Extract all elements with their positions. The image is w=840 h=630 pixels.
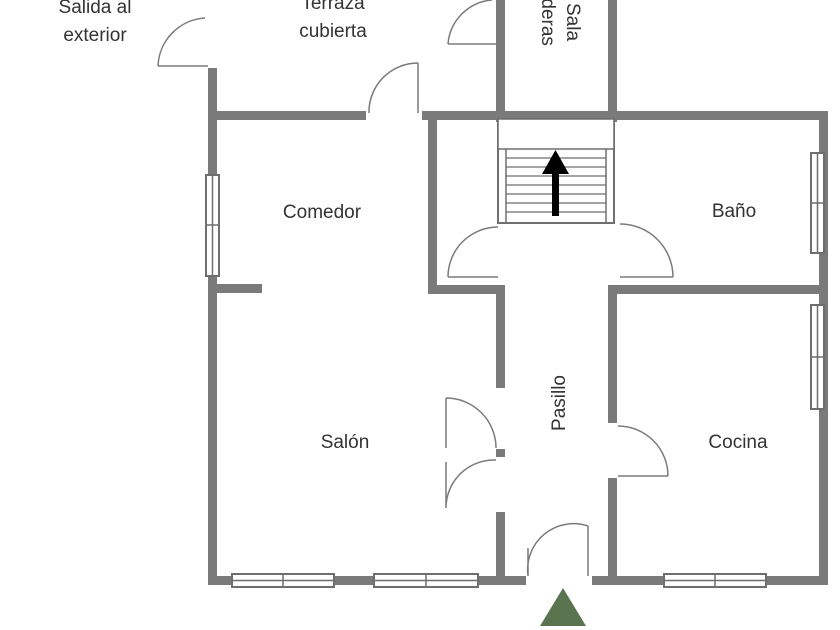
label-terraza-line1: Terraza bbox=[301, 0, 365, 14]
walls bbox=[208, 0, 828, 585]
label-pasillo: Pasillo bbox=[549, 375, 570, 431]
room-labels: Salida al exterior Terraza cubierta Sala… bbox=[59, 0, 768, 453]
label-sala-line1: Sala bbox=[562, 3, 583, 41]
door-cocina bbox=[617, 425, 669, 477]
wall bbox=[208, 576, 526, 585]
wall bbox=[428, 111, 437, 294]
door-salon-upper bbox=[445, 397, 497, 449]
label-salida-line2: exterior bbox=[63, 25, 127, 46]
door-boiler-room bbox=[447, 0, 496, 45]
label-comedor: Comedor bbox=[283, 202, 362, 223]
label-cocina: Cocina bbox=[708, 432, 768, 453]
door-exterior bbox=[157, 17, 208, 67]
wall bbox=[496, 512, 505, 585]
door-entrance bbox=[526, 522, 589, 577]
wall bbox=[608, 478, 617, 585]
wall bbox=[496, 285, 505, 388]
wall bbox=[208, 68, 217, 118]
window-salon-left bbox=[231, 573, 335, 588]
window-bano bbox=[810, 152, 825, 254]
label-sala-line2: calderas bbox=[537, 0, 558, 46]
wall bbox=[608, 0, 617, 122]
wall bbox=[428, 285, 505, 294]
wall bbox=[208, 111, 217, 585]
wall bbox=[608, 285, 617, 423]
window-cocina bbox=[810, 304, 825, 410]
door-comedor-hall bbox=[447, 226, 499, 278]
window-cocina-bottom bbox=[663, 573, 767, 588]
wall bbox=[217, 284, 262, 293]
wall bbox=[422, 111, 825, 120]
wall bbox=[608, 285, 819, 294]
label-bano: Baño bbox=[712, 201, 756, 222]
label-terraza-line2: cubierta bbox=[299, 21, 367, 42]
doors bbox=[157, 0, 674, 577]
windows bbox=[205, 152, 825, 588]
stairs bbox=[497, 118, 615, 224]
door-terrace bbox=[368, 62, 419, 114]
window-comedor bbox=[205, 174, 220, 277]
window-salon-right bbox=[373, 573, 479, 588]
up-arrow-icon bbox=[542, 150, 569, 216]
wall bbox=[496, 449, 505, 457]
door-bano-hall bbox=[619, 223, 674, 278]
triangle-entrance-icon bbox=[540, 588, 586, 626]
label-salida-line1: Salida al bbox=[59, 0, 132, 18]
wall bbox=[208, 111, 366, 120]
door-salon-lower bbox=[445, 459, 497, 509]
label-salon: Salón bbox=[321, 432, 370, 453]
wall bbox=[496, 0, 505, 122]
